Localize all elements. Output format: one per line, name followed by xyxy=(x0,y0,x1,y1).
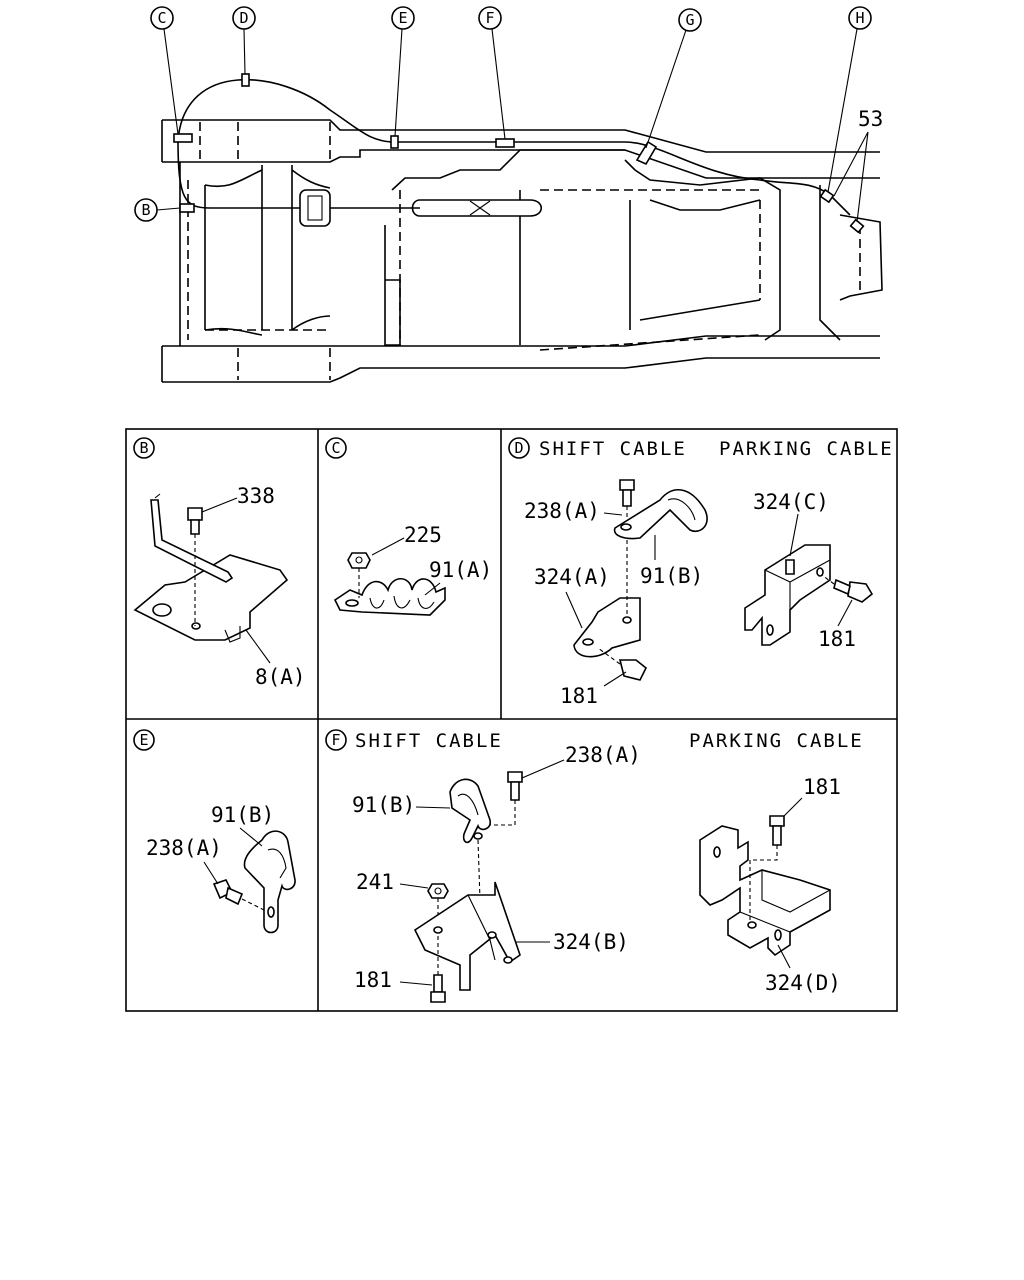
clip-d-marker xyxy=(241,73,250,87)
panel-d-title-shift: SHIFT CABLE xyxy=(539,438,687,460)
overview-callouts: C D E F G H B 53 xyxy=(134,6,883,223)
bolt-338 xyxy=(187,507,203,626)
label-181-d-right: 181 xyxy=(818,627,856,651)
lower-frame-rail xyxy=(161,335,880,383)
callout-h: H xyxy=(855,9,864,27)
panel-f: F SHIFT CABLE PARKING CABLE xyxy=(325,729,864,1003)
label-324a: 324(A) xyxy=(534,565,610,589)
label-338: 338 xyxy=(237,484,275,508)
callout-c: C xyxy=(157,9,166,27)
label-8a: 8(A) xyxy=(255,665,306,689)
panel-d-letter: D xyxy=(514,439,523,457)
callout-e: E xyxy=(398,9,407,27)
clip-91b-f xyxy=(449,778,491,844)
nut-225 xyxy=(347,552,371,598)
shift-lever xyxy=(411,199,543,217)
callout-b: B xyxy=(141,201,150,219)
label-91a: 91(A) xyxy=(429,558,492,582)
label-324b: 324(B) xyxy=(553,930,629,954)
callout-g-circle xyxy=(678,8,702,32)
bolt-238a-f xyxy=(490,771,523,826)
bolt-238a-e xyxy=(212,879,265,911)
callout-f-circle xyxy=(478,6,502,30)
bracket-324b xyxy=(413,881,521,991)
callout-g: G xyxy=(685,11,694,29)
bolt-181-f-right xyxy=(749,815,785,920)
panel-e-letter: E xyxy=(139,731,148,749)
label-241: 241 xyxy=(356,870,394,894)
panel-e: E 91(B) 238(A) xyxy=(133,729,296,934)
label-225: 225 xyxy=(404,523,442,547)
clip-c-marker xyxy=(173,133,193,143)
detail-grid xyxy=(125,428,898,1012)
bolt-181-d-right xyxy=(821,574,874,603)
clip-f-marker xyxy=(495,138,515,148)
panel-d: D SHIFT CABLE PARKING CABLE 238(A) 91(B)… xyxy=(508,437,894,708)
callout-f: F xyxy=(485,9,494,27)
label-324c: 324(C) xyxy=(753,490,829,514)
label-181-f-right: 181 xyxy=(803,775,841,799)
clip-g-marker xyxy=(635,140,658,166)
callout-e-circle xyxy=(391,6,415,30)
panel-f-title-parking: PARKING CABLE xyxy=(689,730,864,752)
clip-b-marker xyxy=(179,203,195,213)
label-181-f-bottom: 181 xyxy=(354,968,392,992)
panel-d-title-parking: PARKING CABLE xyxy=(719,438,894,460)
bracket-8a xyxy=(133,554,289,641)
panel-f-title-shift: SHIFT CABLE xyxy=(355,730,503,752)
label-238a-f: 238(A) xyxy=(565,743,641,767)
cross-members xyxy=(179,162,331,346)
callout-d: D xyxy=(239,9,248,27)
part-53-label: 53 xyxy=(858,107,883,131)
cable-clips xyxy=(173,73,865,234)
label-324d: 324(D) xyxy=(765,971,841,995)
label-238a-d: 238(A) xyxy=(524,499,600,523)
clip-e-marker xyxy=(390,135,399,149)
transmission xyxy=(384,149,883,351)
label-181-d-bottom: 181 xyxy=(560,684,598,708)
upper-frame-rail xyxy=(161,119,880,179)
panel-b: B 338 8(A) xyxy=(133,437,306,689)
panel-c-letter: C xyxy=(331,439,340,457)
end-53-marker xyxy=(849,218,865,234)
panel-b-letter: B xyxy=(139,439,148,457)
bracket-324a xyxy=(573,597,641,658)
label-91b-d: 91(B) xyxy=(640,564,703,588)
panel-c: C 225 91(A) xyxy=(325,437,492,616)
bracket-324d xyxy=(699,825,831,957)
cable-bracket xyxy=(299,189,331,227)
callout-h-circle xyxy=(848,6,872,30)
bolt-181-f-bottom xyxy=(430,935,446,1003)
bolt-238a-d xyxy=(619,479,635,520)
panel-f-letter: F xyxy=(331,731,340,749)
clip-91b-d xyxy=(613,488,708,540)
label-238a-e: 238(A) xyxy=(146,836,222,860)
clip-h-marker xyxy=(819,188,835,204)
chassis-overview: C D E F G H B 53 xyxy=(134,6,883,383)
label-91b-f: 91(B) xyxy=(352,793,415,817)
callout-c-circle xyxy=(150,6,174,30)
label-91b-e: 91(B) xyxy=(211,803,274,827)
clip-91a xyxy=(333,577,446,616)
